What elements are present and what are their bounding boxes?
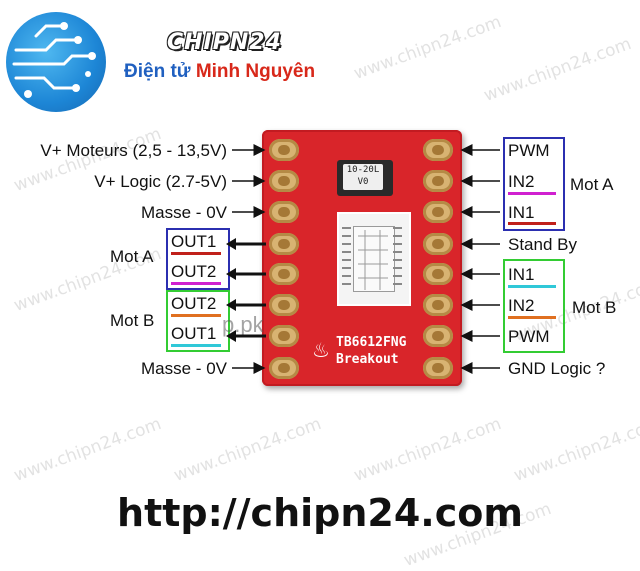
footer-url: http://chipn24.com <box>0 491 640 535</box>
pin-arrows <box>0 0 640 553</box>
diagram: www.chipn24.com www.chipn24.com www.chip… <box>0 0 640 553</box>
